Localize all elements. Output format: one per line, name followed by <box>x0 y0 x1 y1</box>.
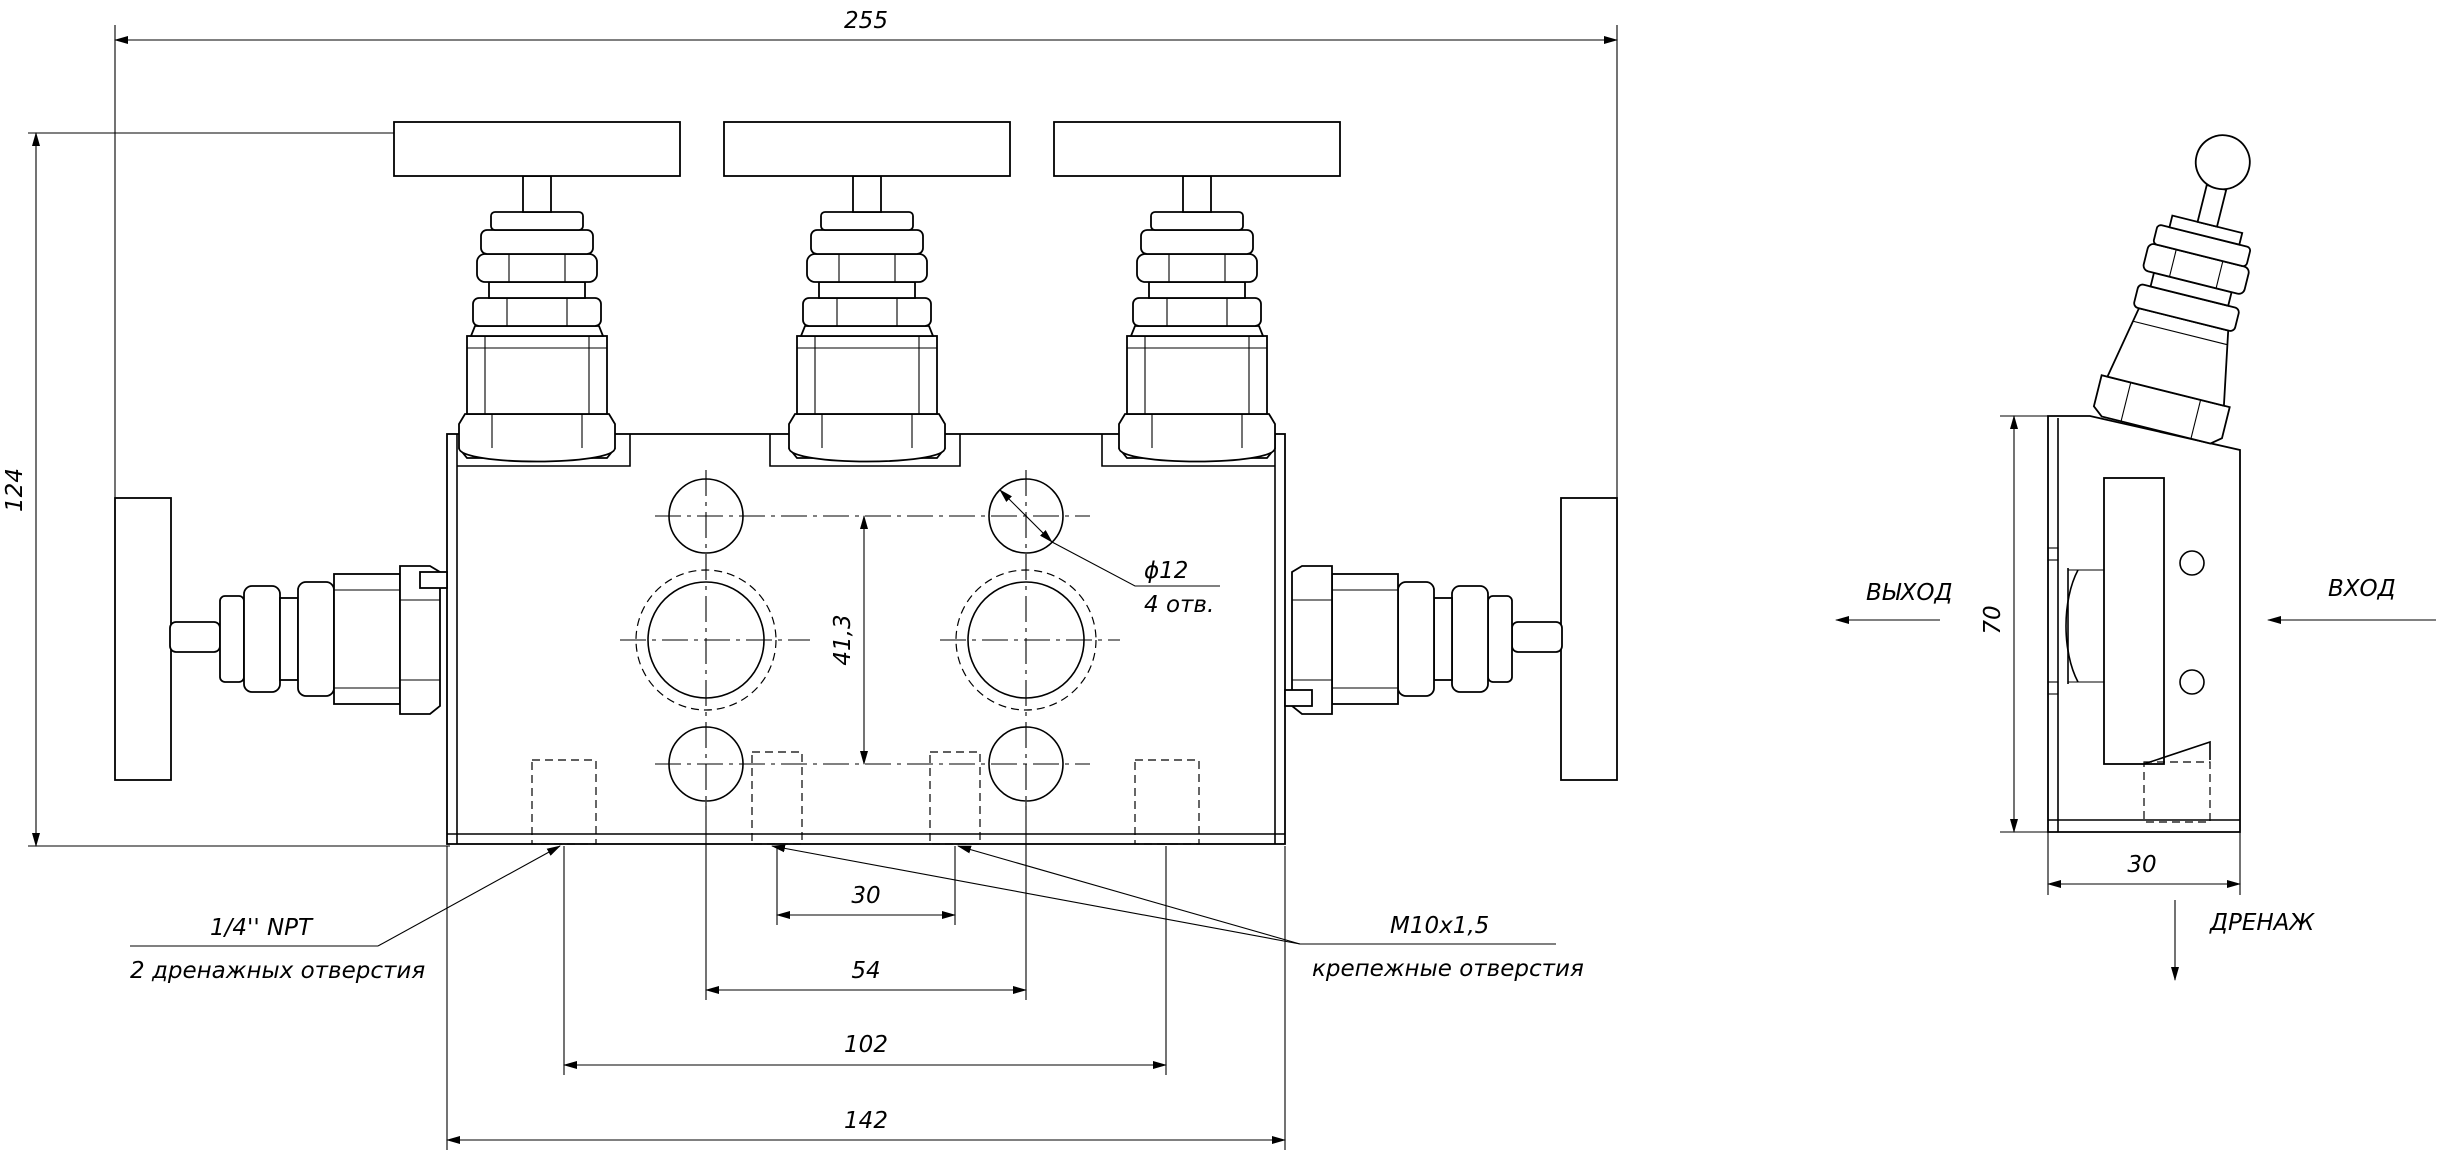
hidden-holes <box>531 751 1200 845</box>
dim-overall-width: 255 <box>844 8 888 34</box>
side-view: 70 30 ВЫХОД ВХОД ДРЕНАЖ <box>1835 134 2436 981</box>
dim-hole-spacing: 54 <box>851 958 880 984</box>
dim-bolt-spacing: 30 <box>851 883 880 909</box>
label-drain: ДРЕНАЖ <box>2209 910 2315 936</box>
valve-handle-center <box>723 121 1011 463</box>
dim-drain-offset: 30 <box>2127 852 2156 878</box>
dim-drain-spacing: 102 <box>844 1032 888 1058</box>
valve-handle-left <box>393 121 681 463</box>
callout-hole-count: 4 отв. <box>1144 592 1214 618</box>
label-outlet: ВЫХОД <box>1866 580 1952 606</box>
side-valve-right <box>1284 497 1618 781</box>
manifold-body <box>446 433 1286 845</box>
callout-npt-size: 1/4'' NPT <box>210 915 314 941</box>
front-view: 255 124 <box>2 8 1618 1150</box>
callout-hole-diameter: ϕ12 <box>1144 558 1188 584</box>
dim-overall-height: 124 <box>2 468 28 512</box>
dim-center-distance: 41,3 <box>830 614 856 665</box>
dim-body-width: 142 <box>844 1108 888 1134</box>
side-valve-left <box>114 497 448 781</box>
callout-bolt-description: крепежные отверстия <box>1312 956 1584 982</box>
callout-bolt-size: M10x1,5 <box>1390 913 1489 939</box>
dim-side-height: 70 <box>1980 605 2006 634</box>
side-valve-handle <box>2092 134 2252 445</box>
valve-handle-right <box>1053 121 1341 463</box>
callout-npt-description: 2 дренажных отверстия <box>130 958 425 984</box>
label-inlet: ВХОД <box>2328 576 2396 602</box>
